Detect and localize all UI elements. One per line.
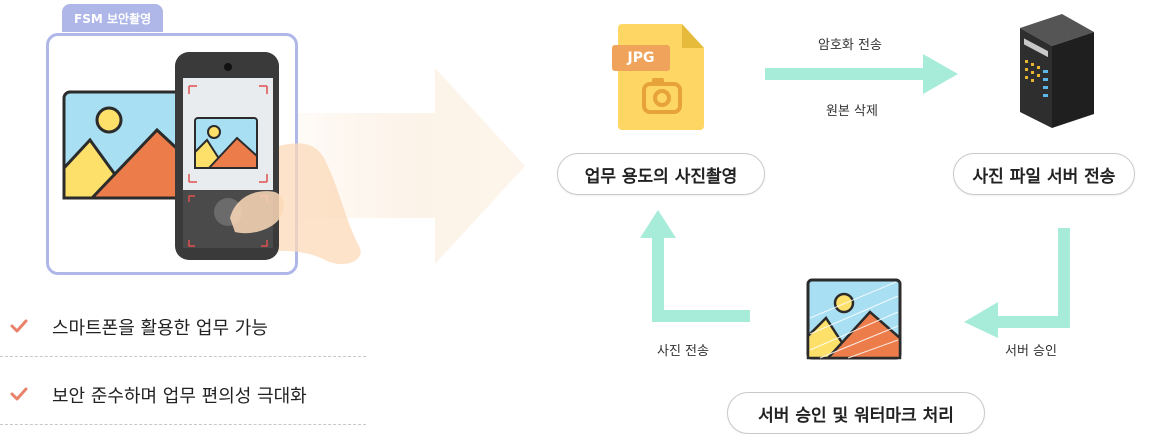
jpg-file-icon xyxy=(618,24,704,130)
check-icon xyxy=(10,318,30,337)
arrow-up-left-icon xyxy=(640,210,750,322)
thumb-icon xyxy=(230,191,284,234)
arrow-left-label: 사진 전송 xyxy=(657,344,709,359)
feature-item: 스마트폰을 활용한 업무 가능 xyxy=(0,298,366,357)
watermarked-image-icon xyxy=(806,278,902,360)
check-icon xyxy=(10,386,30,405)
step-watermark: 서버 승인 및 워터마크 처리 xyxy=(727,392,985,434)
step-server-transfer: 사진 파일 서버 전송 xyxy=(953,153,1135,195)
fsm-badge: FSM 보안촬영 xyxy=(62,4,164,32)
feature-text: 보안 준수하며 업무 편의성 극대화 xyxy=(52,386,307,407)
jpg-badge-text: JPG xyxy=(627,50,655,66)
step-server-transfer-label: 사진 파일 서버 전송 xyxy=(972,166,1116,187)
arrow-top-upper-label: 암호화 전송 xyxy=(818,38,882,53)
feature-text: 스마트폰을 활용한 업무 가능 xyxy=(52,318,268,339)
arrow-down-left-icon xyxy=(964,228,1070,338)
landscape-photo-icon xyxy=(62,90,202,200)
step-capture: 업무 용도의 사진촬영 xyxy=(557,153,765,195)
jpg-badge: JPG xyxy=(612,45,670,71)
step-watermark-label: 서버 승인 및 워터마크 처리 xyxy=(758,405,954,426)
step-capture-label: 업무 용도의 사진촬영 xyxy=(584,166,738,187)
arrow-top-lower-label: 원본 삭제 xyxy=(826,104,878,119)
arrow-right-label: 서버 승인 xyxy=(1005,344,1057,359)
fsm-panel: FSM 보안촬영 xyxy=(0,0,560,290)
feature-item: 보안 준수하며 업무 편의성 극대화 xyxy=(0,366,366,425)
arrow-right-icon xyxy=(765,54,958,94)
server-icon xyxy=(1020,14,1094,128)
